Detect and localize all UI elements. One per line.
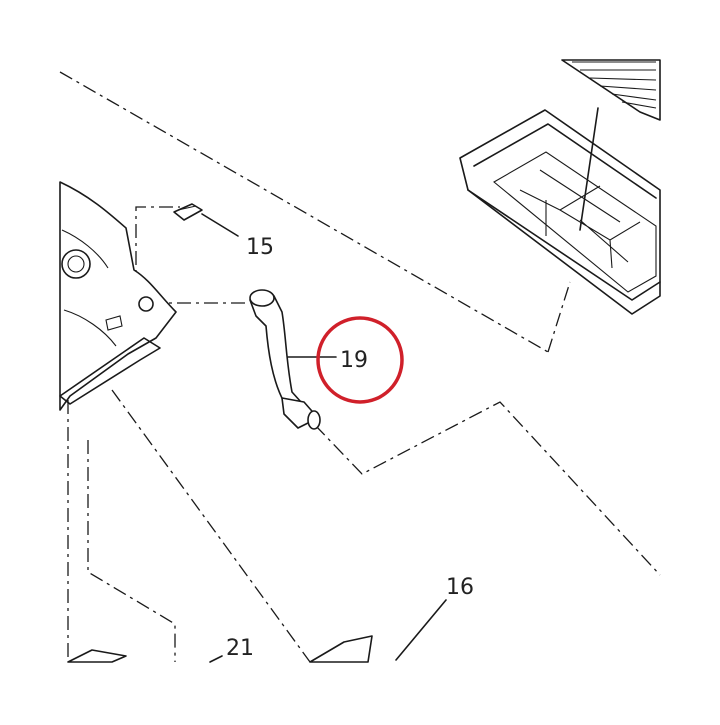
clip-detail — [177, 205, 197, 211]
intake-contours — [61, 229, 117, 347]
part-16-fragment — [309, 635, 373, 663]
air-filter-box — [459, 59, 661, 315]
filter-tray-rim — [473, 123, 657, 199]
filter-element — [561, 59, 661, 121]
lower-parts — [67, 599, 447, 663]
filter-tray-inner — [493, 151, 657, 293]
hose-clip — [173, 203, 239, 237]
intake-port — [61, 249, 91, 279]
callout-19: 19 — [340, 348, 368, 373]
highlight-circle — [316, 316, 404, 404]
assembly-line-left-2 — [87, 440, 176, 662]
part-left-fragment — [67, 649, 127, 663]
leader-21 — [209, 655, 223, 663]
leader-16 — [395, 599, 447, 661]
assembly-lines — [59, 71, 661, 663]
callout-16: 16 — [446, 575, 474, 600]
filter-tray-lip — [467, 189, 661, 301]
filter-leader — [579, 107, 599, 231]
hose-end-bottom — [307, 410, 321, 430]
assembly-line-diagonal — [111, 389, 311, 663]
intake-housing — [59, 181, 177, 411]
assembly-line-filter — [547, 281, 571, 353]
assembly-line-top — [59, 71, 549, 353]
assembly-line-hose-bottom — [314, 401, 661, 576]
clip-body — [173, 203, 203, 221]
breather-hose — [249, 289, 337, 430]
filter-tray — [459, 109, 661, 315]
intake-nipple — [138, 296, 154, 312]
filter-tray-ribs — [519, 169, 641, 269]
hose-end-top — [249, 289, 275, 307]
intake-flange — [59, 337, 161, 405]
callout-labels: 15 19 16 21 — [226, 235, 474, 661]
intake-clip-mount — [105, 315, 123, 331]
intake-body — [59, 181, 177, 411]
filter-pleats — [572, 61, 657, 109]
leader-15 — [201, 213, 239, 237]
callout-21: 21 — [226, 636, 254, 661]
callout-15: 15 — [246, 235, 274, 260]
assembly-line-clip — [135, 206, 180, 292]
intake-port-inner — [67, 255, 85, 273]
